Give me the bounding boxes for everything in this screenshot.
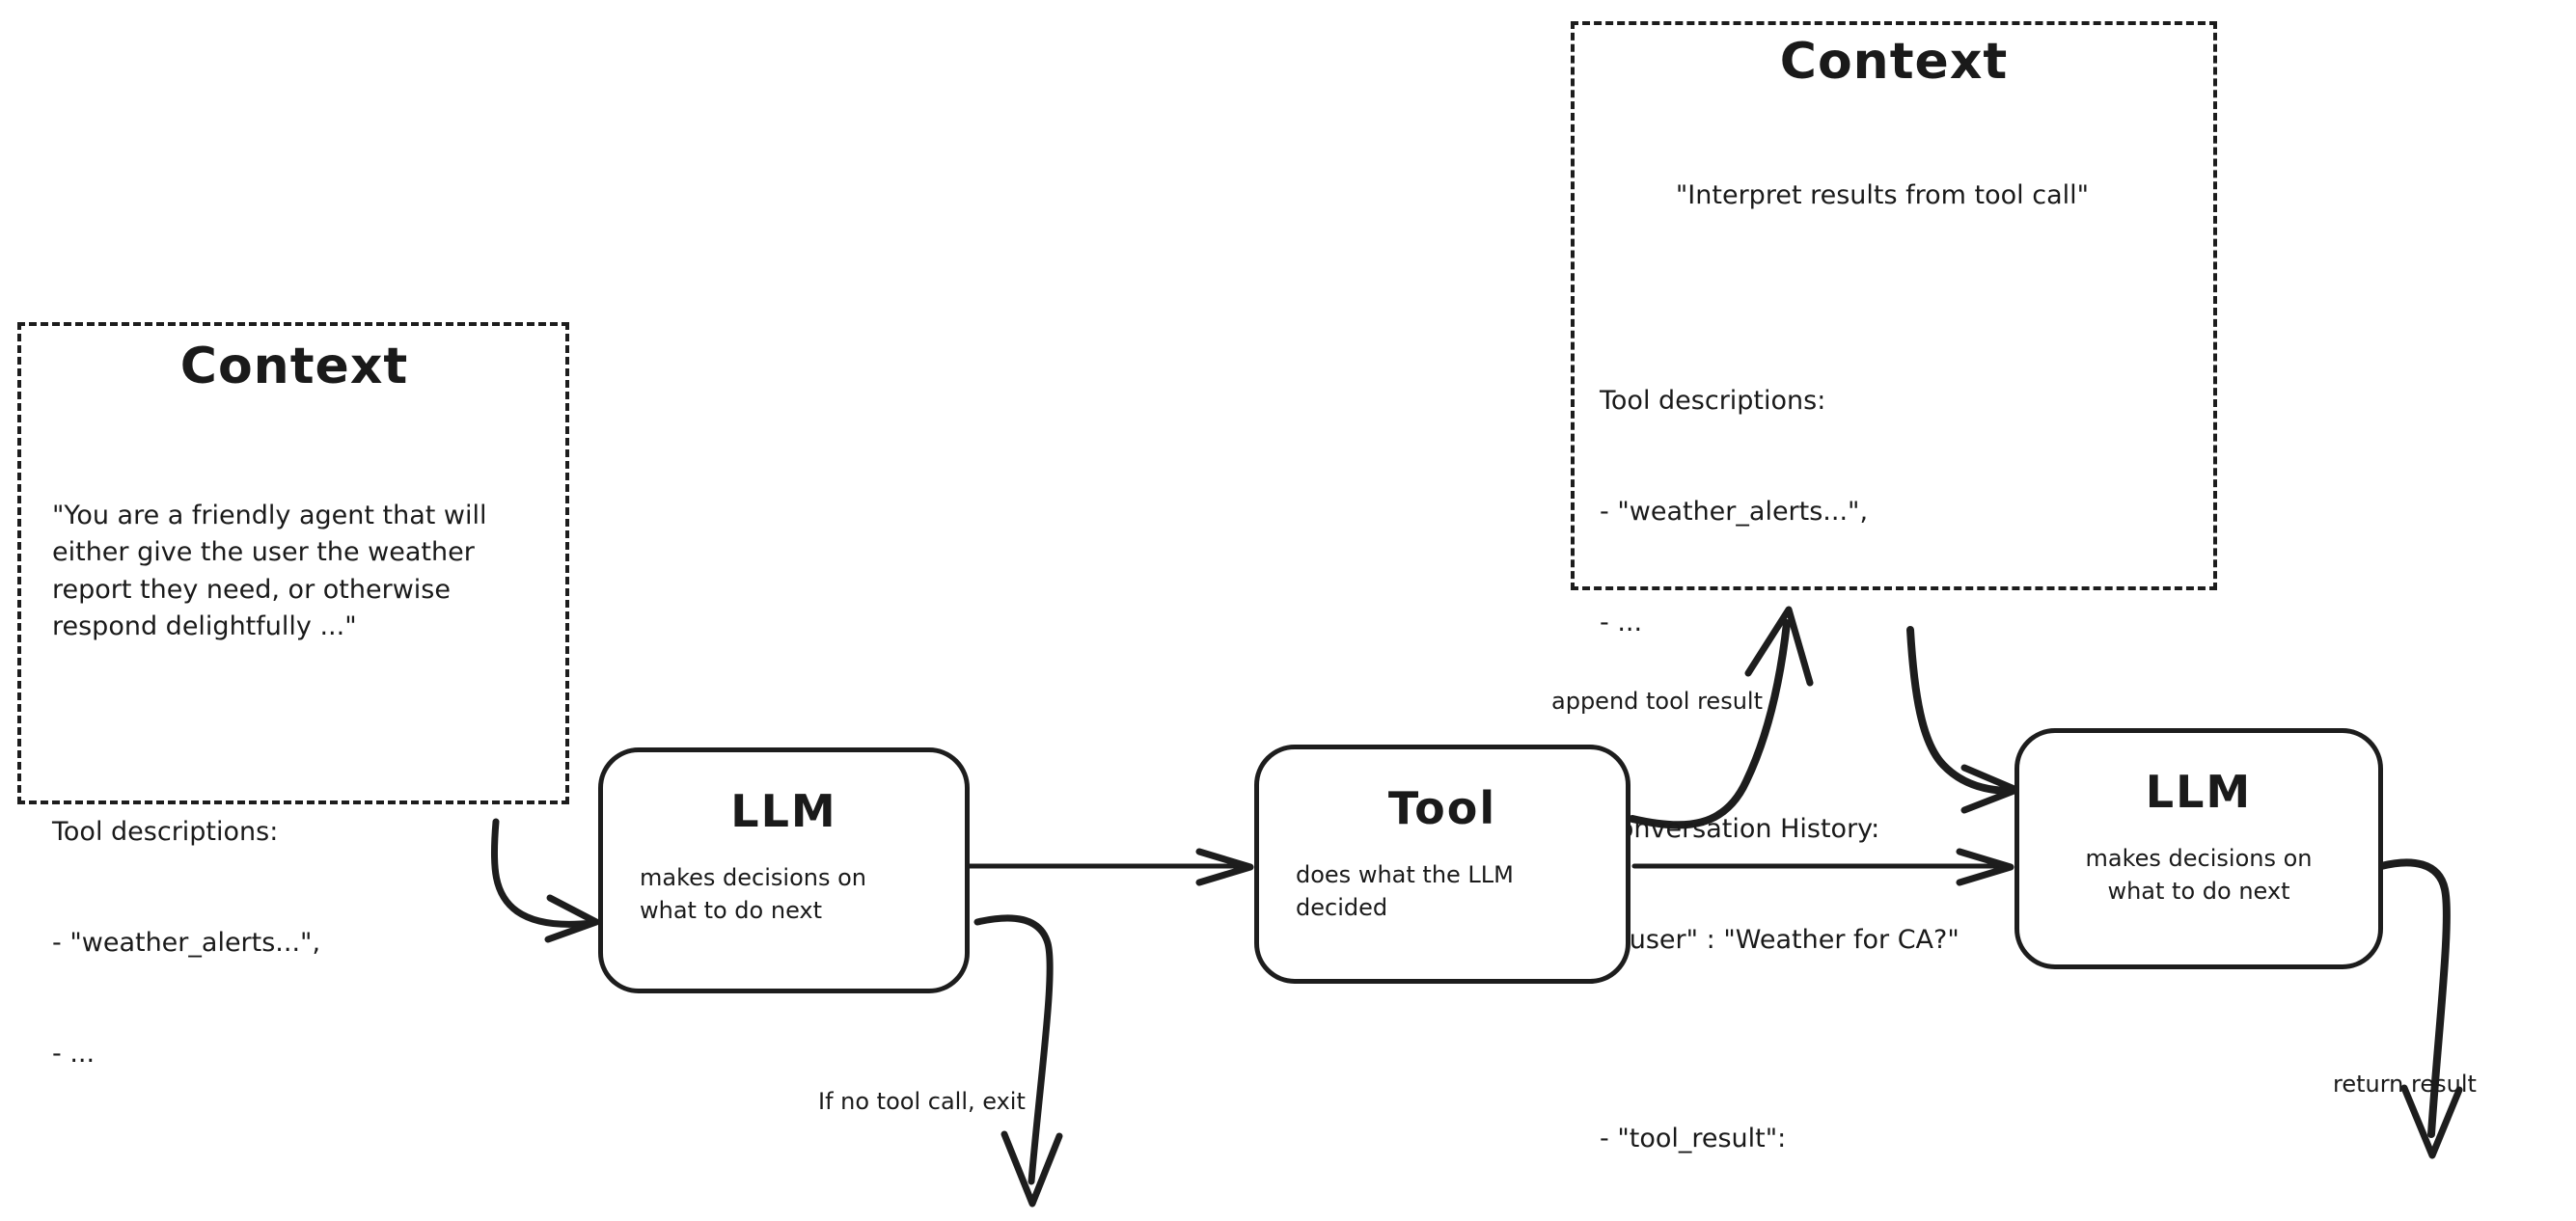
node-llm-first-subtitle: makes decisions on what to do next <box>640 864 866 924</box>
spacer <box>52 719 536 741</box>
context-box-right: Context "Interpret results from tool cal… <box>1571 21 2217 1153</box>
edge-label-return-result: return result <box>2333 1071 2477 1098</box>
spacer <box>52 1147 536 1168</box>
context-left-body: "You are a friendly agent that will eith… <box>52 423 536 1221</box>
context-right-tools-item-2: - ... <box>1600 608 1643 638</box>
spacer <box>1600 288 2188 310</box>
node-llm-first[interactable]: LLM makes decisions on what to do next <box>598 747 970 993</box>
context-left-tools-heading: Tool descriptions: <box>52 817 279 848</box>
arrow-llm-to-tool <box>965 848 1254 886</box>
node-tool[interactable]: Tool does what the LLM decided <box>1254 745 1631 984</box>
context-left-title: Context <box>179 338 409 395</box>
context-right-system-prompt: "Interpret results from tool call" <box>1675 179 2090 210</box>
arrow-return-result <box>2377 858 2463 1159</box>
node-llm-second[interactable]: LLM makes decisions on what to do next <box>2014 728 2383 969</box>
node-tool-title: Tool <box>1387 782 1497 834</box>
node-llm-second-title: LLM <box>2145 766 2253 818</box>
context-right-tools-item-1: - "weather_alerts...", <box>1600 497 1869 528</box>
spacer <box>1600 1033 2188 1046</box>
context-right-tools-heading: Tool descriptions: <box>1600 386 1826 417</box>
context-left-tools-item-1: - "weather_alerts...", <box>52 928 321 959</box>
context-right-title: Context <box>1779 33 2009 91</box>
context-box-left: Context "You are a friendly agent that w… <box>17 322 569 1069</box>
edge-label-exit: If no tool call, exit <box>818 1088 1026 1115</box>
context-right-tool-result-label: - "tool_result": <box>1600 1123 1787 1153</box>
context-left-tools-item-2: - ... <box>52 1039 96 1070</box>
edge-label-append-tool-result: append tool result <box>1551 688 1763 715</box>
arrow-exit <box>973 914 1063 1207</box>
node-tool-subtitle: does what the LLM decided <box>1296 861 1514 921</box>
node-llm-second-subtitle: makes decisions on what to do next <box>2085 845 2313 905</box>
node-llm-first-title: LLM <box>730 785 837 837</box>
context-left-system-prompt: "You are a friendly agent that will eith… <box>52 500 487 641</box>
context-right-body: "Interpret results from tool call" Tool … <box>1600 103 2188 1221</box>
